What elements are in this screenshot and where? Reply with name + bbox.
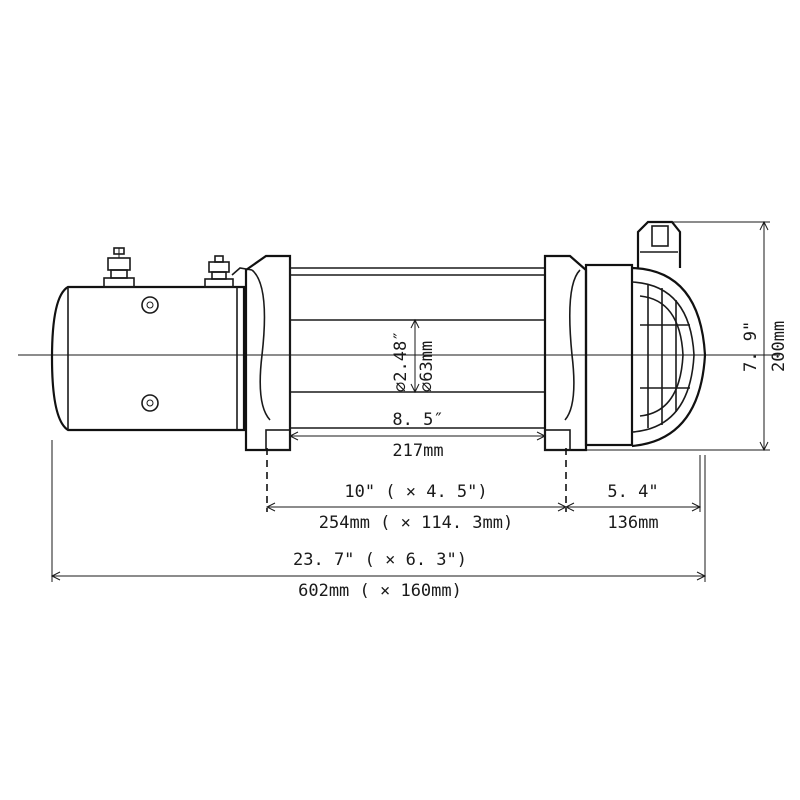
drum-length-in-label: 8. 5″ <box>392 410 443 430</box>
terminal-post-icon <box>204 255 234 288</box>
mounting-bolt-icon <box>141 394 159 412</box>
motor-housing <box>50 285 246 432</box>
drum-diameter-mm-label: ∅63mm <box>417 341 437 392</box>
drum-length-dimension: 8. 5″ 217mm <box>288 410 547 461</box>
height-in-label: 7. 9" <box>741 321 761 372</box>
mounting-bolt-icon <box>141 296 159 314</box>
gearbox-length-mm-label: 136mm <box>607 513 658 533</box>
overall-length-dimension: 23. 7" ( × 6. 3") 602mm ( × 160mm) <box>50 440 707 601</box>
overall-length-mm-label: 602mm ( × 160mm) <box>298 581 462 601</box>
drum-diameter-dimension: ∅2.48″ ∅63mm <box>391 318 437 394</box>
right-end-bracket <box>543 254 588 452</box>
height-dimension: 7. 9" 200mm <box>586 220 789 452</box>
overall-length-in-label: 23. 7" ( × 6. 3") <box>293 550 467 570</box>
height-mm-label: 200mm <box>769 321 789 372</box>
mount-spacing-in-label: 10" ( × 4. 5") <box>344 482 487 502</box>
gearbox-length-in-label: 5. 4" <box>607 482 658 502</box>
gearbox-length-dimension: 5. 4" 136mm <box>564 455 702 533</box>
terminal-post-icon <box>103 247 135 288</box>
mount-spacing-mm-label: 254mm ( × 114. 3mm) <box>319 513 513 533</box>
gearbox-housing <box>584 263 707 448</box>
cable-drum <box>290 267 545 429</box>
clutch-lever-icon <box>636 220 682 268</box>
drum-length-mm-label: 217mm <box>392 441 443 461</box>
drum-diameter-in-label: ∅2.48″ <box>391 331 411 392</box>
mount-spacing-dimension: 10" ( × 4. 5") 254mm ( × 114. 3mm) <box>265 482 568 533</box>
left-end-bracket <box>244 254 292 452</box>
